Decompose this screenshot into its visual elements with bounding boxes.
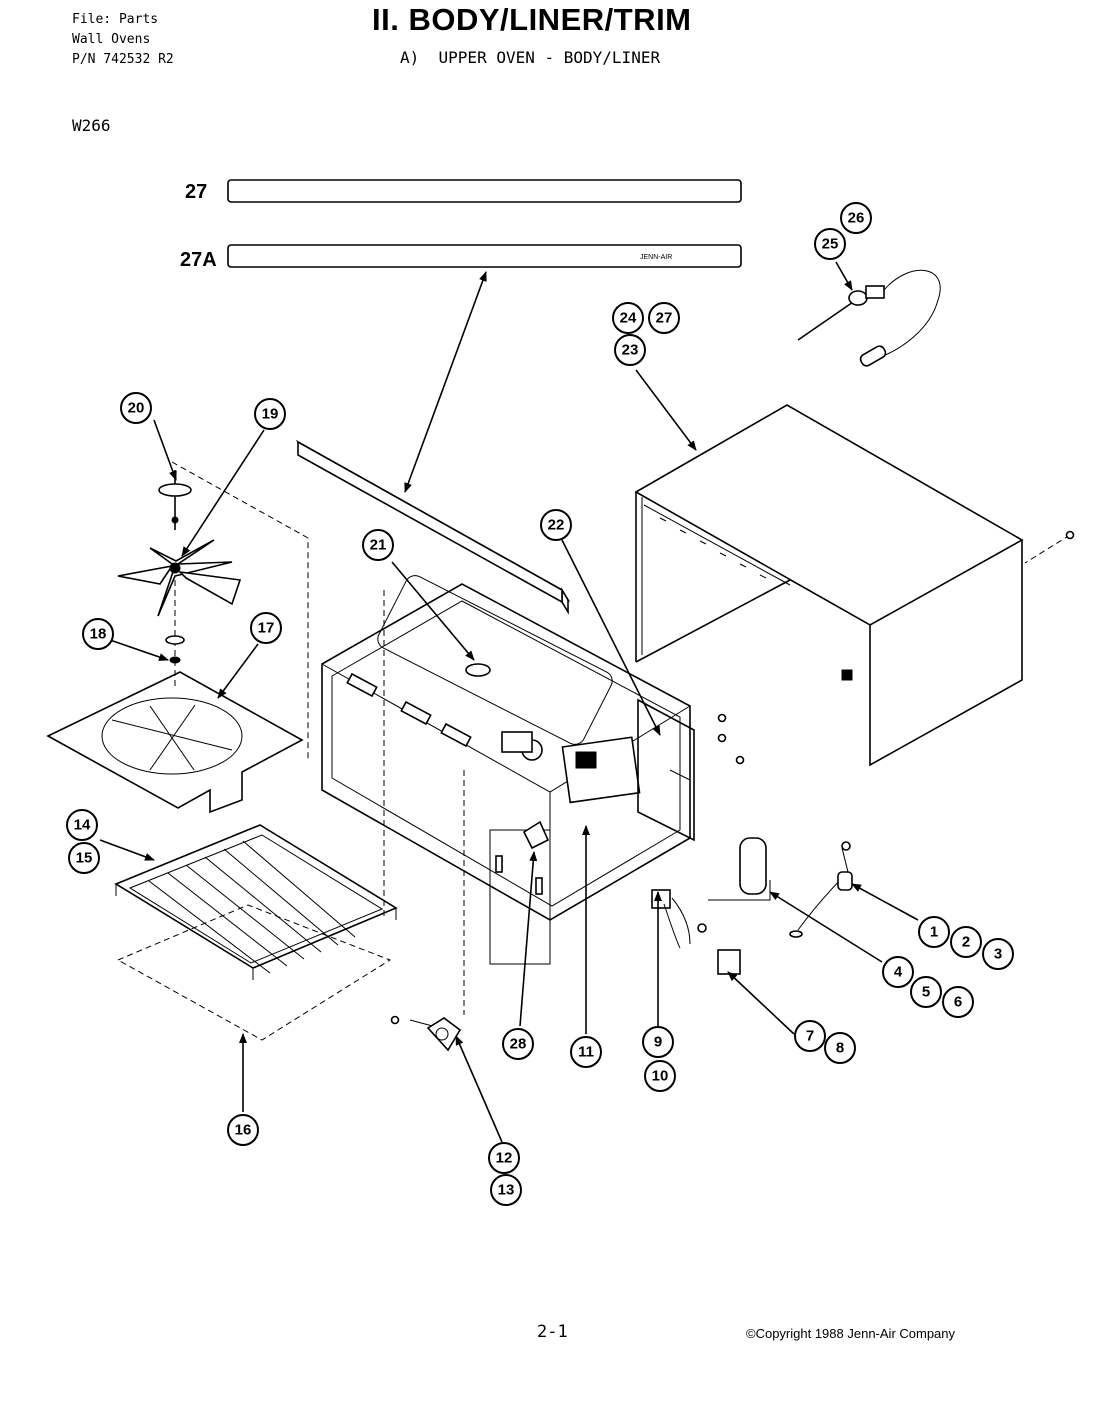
light-socket [426,1017,462,1052]
panel-mount-arrow [404,271,487,493]
svg-text:8: 8 [836,1040,844,1057]
svg-text:23: 23 [622,342,639,359]
svg-text:12: 12 [496,1150,513,1167]
svg-text:22: 22 [548,517,565,534]
svg-text:2: 2 [962,934,970,951]
section-subtitle: A) UPPER OVEN - BODY/LINER [400,48,661,67]
callout-20: 20 [120,392,152,424]
svg-text:25: 25 [822,236,839,253]
svg-text:15: 15 [76,850,93,867]
top-trim-bar [295,439,571,615]
callout-26: 26 [840,202,872,234]
callout-2: 2 [950,926,982,958]
oven-liner [321,575,691,1029]
leader-arrows [99,261,919,1143]
svg-text:21: 21 [370,537,387,554]
callout-12: 12 [488,1142,520,1174]
svg-text:5: 5 [922,984,930,1001]
model-number: W266 [72,116,111,135]
temperature-probe [797,269,941,367]
callout-9: 9 [642,1026,674,1058]
svg-text:17: 17 [258,620,275,637]
callout-23: 23 [614,334,646,366]
callout-7: 7 [794,1020,826,1052]
callout-14: 14 [66,809,98,841]
callout-10: 10 [644,1060,676,1092]
svg-text:10: 10 [652,1068,669,1085]
fan-assembly [117,461,309,760]
svg-text:16: 16 [235,1122,252,1139]
panel-label-27: 27 [185,181,207,203]
svg-text:27: 27 [656,310,673,327]
panel-label-27a: 27A [180,249,217,271]
callout-3: 3 [982,938,1014,970]
svg-text:7: 7 [806,1028,814,1045]
callout-27: 27 [648,302,680,334]
callout-4: 4 [882,956,914,988]
callout-21: 21 [362,529,394,561]
svg-text:19: 19 [262,406,279,423]
outer-wrapper [634,404,1075,767]
callout-24: 24 [612,302,644,334]
file-info: File: Parts Wall Ovens P/N 742532 R2 [72,10,174,70]
svg-text:9: 9 [654,1034,662,1051]
oven-rack [114,824,398,1041]
svg-text:24: 24 [620,310,637,327]
trim-panel-27: 27 [185,179,742,203]
svg-text:18: 18 [90,626,107,643]
callout-8: 8 [824,1032,856,1064]
callout-22: 22 [540,509,572,541]
file-line: File: Parts [72,12,159,27]
svg-text:6: 6 [954,994,962,1011]
jenn-air-logo: JENN-AIR [640,254,672,261]
callout-6: 6 [942,986,974,1018]
page-number: 2-1 [537,1322,568,1342]
side-bracket [637,698,745,842]
page-title: II. BODY/LINER/TRIM [372,2,692,37]
callout-13: 13 [490,1174,522,1206]
trim-panel-27a: 27A JENN-AIR [180,244,742,271]
callout-5: 5 [910,976,942,1008]
relay-capacitor-assembly [651,837,853,975]
callout-15: 15 [68,842,100,874]
part-number-line: P/N 742532 R2 [72,52,174,67]
svg-text:28: 28 [510,1036,527,1053]
svg-text:26: 26 [848,210,865,227]
svg-text:20: 20 [128,400,145,417]
callout-11: 11 [570,1036,602,1068]
fan-baffle [46,671,304,814]
control-block [501,731,641,804]
svg-text:1: 1 [930,924,938,941]
callout-25: 25 [814,228,846,260]
svg-text:14: 14 [74,817,91,834]
product-line: Wall Ovens [72,32,151,47]
svg-text:3: 3 [994,946,1002,963]
callout-19: 19 [254,398,286,430]
svg-text:11: 11 [578,1044,594,1061]
svg-text:4: 4 [894,964,903,981]
callout-17: 17 [250,612,282,644]
callout-16: 16 [227,1114,259,1146]
callout-1: 1 [918,916,950,948]
element-bracket [522,820,550,850]
copyright-notice: ©Copyright 1988 Jenn-Air Company [746,1326,956,1341]
callout-28: 28 [502,1028,534,1060]
svg-text:13: 13 [498,1182,515,1199]
callout-18: 18 [82,618,114,650]
